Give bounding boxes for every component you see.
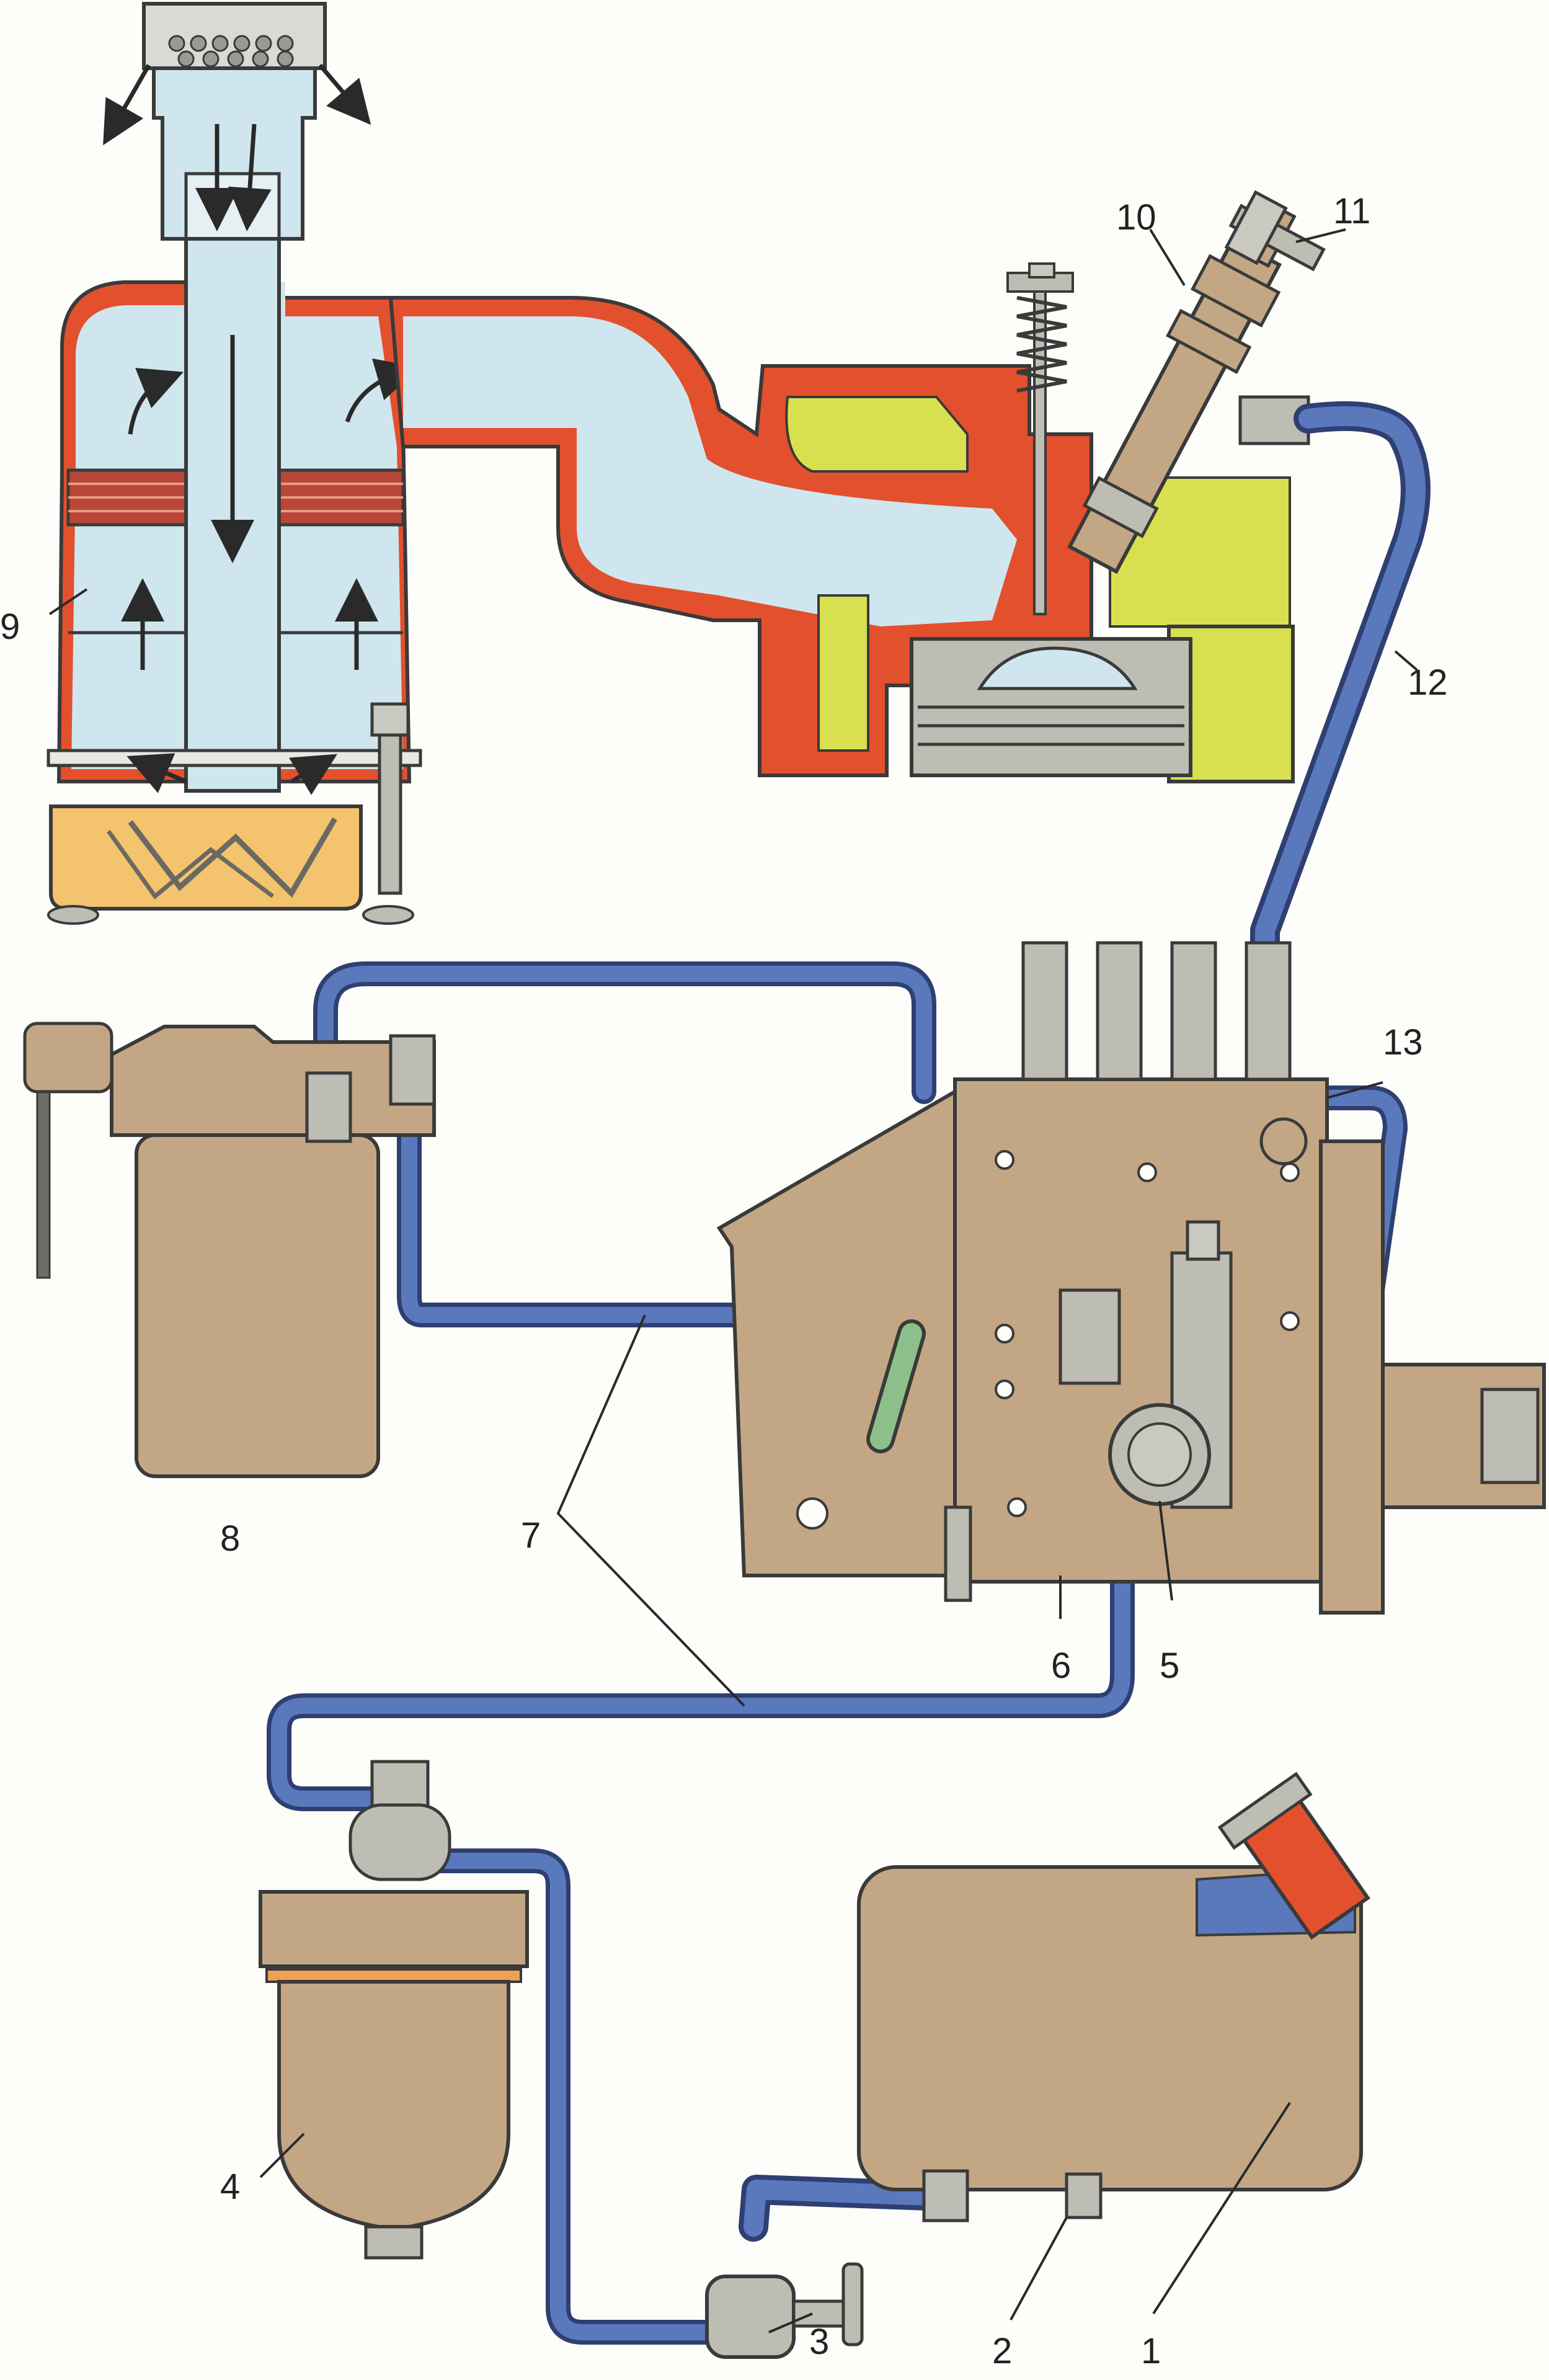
housing-clamp-head (370, 702, 410, 737)
intake-air-passage (403, 316, 1017, 626)
coarse-filter-bowl (277, 1980, 510, 2229)
fuel-tank-body (857, 1865, 1363, 2191)
fine-fuel-filter (23, 1022, 436, 1478)
tank-outlet-fitting (922, 2169, 969, 2222)
transfer-pump-cap (1127, 1422, 1192, 1487)
injector-adjusting-screw (1224, 190, 1326, 272)
coarse-filter-union (348, 1803, 451, 1881)
fuel-cock (705, 2262, 864, 2359)
valve-spring (1016, 296, 1067, 393)
label-10: 10 (1116, 197, 1156, 238)
pump-inlet-banjo (1059, 1288, 1121, 1385)
label-8: 8 (220, 1518, 240, 1559)
fine-filter-outlet-fitting (305, 1071, 352, 1143)
coolant-jacket-upper (785, 396, 969, 473)
piston-crown (977, 646, 1138, 690)
oil-bath-grid-2 (107, 829, 275, 900)
piston-rings (918, 705, 1184, 746)
label-11: 11 (1333, 191, 1370, 231)
tank-drain-plug (1065, 2172, 1103, 2219)
intake-cap-grille (168, 35, 294, 68)
intake-duct-collar (184, 172, 281, 241)
airflow-arrow-icon (103, 63, 420, 795)
pump-bolts (796, 1150, 1300, 1530)
pump-plug (1259, 1117, 1308, 1165)
label-4: 4 (220, 2167, 240, 2207)
coarse-filter-cover (259, 1890, 529, 1968)
coarse-filter-drain-plug (364, 2225, 424, 2260)
wing-nut-left (47, 905, 99, 925)
pump-governor-housing (716, 1090, 982, 1577)
injection-pump (716, 941, 1546, 1615)
air-cleaner (47, 2, 422, 925)
block-left-coolant (817, 594, 869, 752)
engine-cylinder-section (388, 190, 1326, 783)
wing-nut-right (362, 905, 414, 925)
coarse-filter-top-nut (370, 1760, 430, 1810)
delivery-valve-holders (1021, 941, 1292, 1081)
pump-drive-flange (1319, 1139, 1385, 1615)
label-2: 2 (992, 2331, 1012, 2371)
priming-pump-knob (1186, 1220, 1220, 1261)
fuel-cock-handle (841, 2262, 864, 2347)
label-1: 1 (1141, 2331, 1161, 2371)
leader-lines (48, 228, 1418, 2333)
governor-control-rod (944, 1505, 972, 1602)
label-13: 13 (1383, 1022, 1423, 1063)
valve-cap (1028, 262, 1055, 279)
oil-bath-grid (128, 817, 337, 898)
fuel-cock-body (705, 2275, 796, 2359)
fine-filter-bowl (135, 1133, 380, 1478)
label-6: 6 (1051, 1646, 1071, 1686)
fine-filter-head (110, 1025, 436, 1137)
oil-bath-tray (47, 749, 422, 767)
fuel-tank (857, 1772, 1370, 2222)
pump-coupling-nut (1480, 1388, 1540, 1484)
fine-filter-handwheel (23, 1022, 113, 1094)
fine-filter-inlet-fitting (389, 1034, 436, 1106)
label-12: 12 (1408, 662, 1448, 703)
label-5: 5 (1160, 1646, 1179, 1686)
tank-filler-neck (1217, 1772, 1370, 1940)
label-7: 7 (521, 1515, 541, 1556)
label-3: 3 (809, 2322, 829, 2362)
label-9: 9 (0, 607, 20, 647)
coarse-fuel-filter (259, 1760, 529, 2260)
